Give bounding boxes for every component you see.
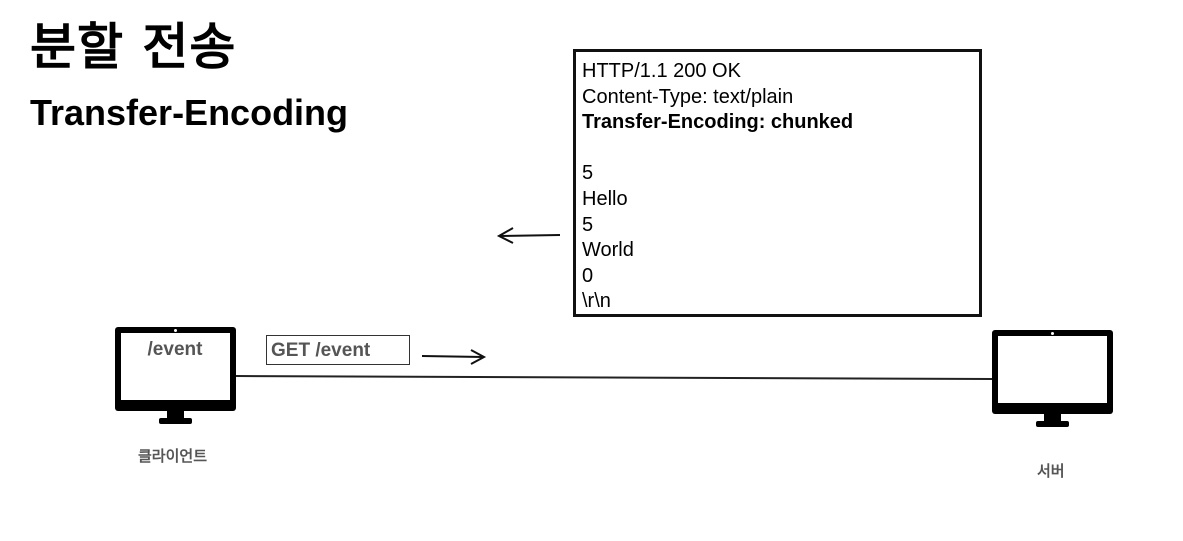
response-status-line: HTTP/1.1 200 OK	[582, 60, 741, 82]
server-monitor-icon	[992, 330, 1113, 428]
server-label: 서버	[1037, 462, 1065, 480]
http-request-box: GET /event	[266, 335, 410, 365]
http-response-box: HTTP/1.1 200 OK Content-Type: text/plain…	[573, 49, 982, 317]
client-monitor-icon: /event	[115, 327, 236, 425]
response-blank-line	[582, 136, 979, 162]
slide-title: 분할 전송	[30, 18, 237, 76]
response-arrow	[496, 227, 561, 244]
slide-subtitle: Transfer-Encoding	[30, 92, 349, 133]
response-chunk-size: 5	[582, 213, 594, 236]
response-chunk-data: World	[582, 239, 634, 262]
request-arrow	[421, 349, 487, 365]
client-server-connection-line	[235, 375, 993, 380]
response-content-type: Content-Type: text/plain	[582, 85, 794, 108]
response-chunk-data: Hello	[582, 187, 628, 210]
response-final-chunk-size: 0	[582, 264, 594, 287]
response-terminator: \r\n	[582, 290, 611, 313]
response-transfer-encoding: Transfer-Encoding: chunked	[582, 111, 854, 134]
client-screen-path: /event	[147, 339, 203, 360]
response-chunk-size: 5	[582, 162, 594, 185]
client-label: 클라이언트	[138, 447, 208, 465]
